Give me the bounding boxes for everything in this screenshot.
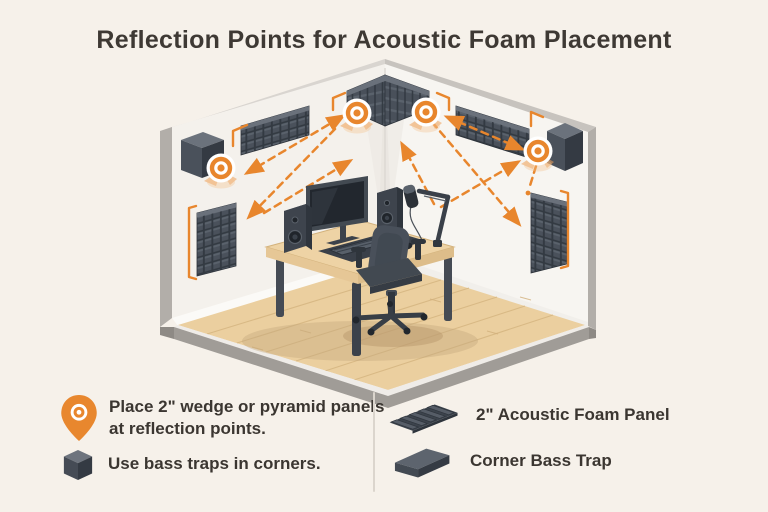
reflection-arrows (243, 114, 538, 227)
sound-path-arrow (527, 164, 538, 191)
reflection-point-marker (521, 136, 554, 172)
speaker-left (284, 204, 312, 253)
sound-path-arrow (246, 127, 337, 220)
legend-note-line: Use bass traps in corners. (108, 454, 321, 473)
legend-divider (373, 392, 375, 492)
legend-note-line: Place 2" wedge or pyramid panels (109, 397, 385, 416)
legend: Place 2" wedge or pyramid panels at refl… (0, 386, 768, 512)
bracket (559, 189, 570, 270)
legend-note-line: at reflection points. (109, 419, 266, 438)
office-chair (351, 225, 428, 336)
bracket (231, 123, 249, 148)
legend-note-bass-traps: Use bass traps in corners. (62, 448, 321, 482)
page-title: Reflection Points for Acoustic Foam Plac… (96, 26, 672, 54)
bracket (529, 110, 545, 128)
foam-panel-icon (389, 404, 458, 434)
reflection-point-markers (204, 97, 554, 189)
reflection-point-marker (340, 98, 373, 134)
bracket (331, 91, 347, 112)
bass-trap-right (547, 123, 583, 171)
sound-path-arrow (430, 120, 522, 227)
bass-trap-cube-icon (63, 449, 93, 481)
speaker-right (377, 187, 403, 235)
microphone-boom-arm (403, 184, 451, 247)
sound-path-arrow (243, 114, 347, 175)
legend-item-corner-bass-trap: Corner Bass Trap (390, 442, 612, 480)
legend-item-label: Corner Bass Trap (470, 451, 612, 470)
foam-panel-lower-right (530, 192, 568, 274)
reflection-point-marker (409, 97, 442, 133)
bracket (187, 204, 198, 281)
bracket (435, 91, 451, 112)
legend-note-reflection: Place 2" wedge or pyramid panels at refl… (60, 394, 384, 442)
monitor (306, 176, 368, 245)
corner-bass-trap-icon (394, 448, 450, 478)
legend-item-foam-panel: 2" Acoustic Foam Panel (386, 398, 670, 434)
location-pin-icon (61, 395, 97, 441)
foam-panel-lower-left (196, 202, 237, 277)
reflection-point-marker (204, 153, 237, 189)
measurement-brackets (187, 91, 570, 281)
sound-path-arrow (443, 115, 526, 151)
legend-item-label: 2" Acoustic Foam Panel (476, 405, 670, 424)
sound-path-arrow (439, 160, 522, 209)
